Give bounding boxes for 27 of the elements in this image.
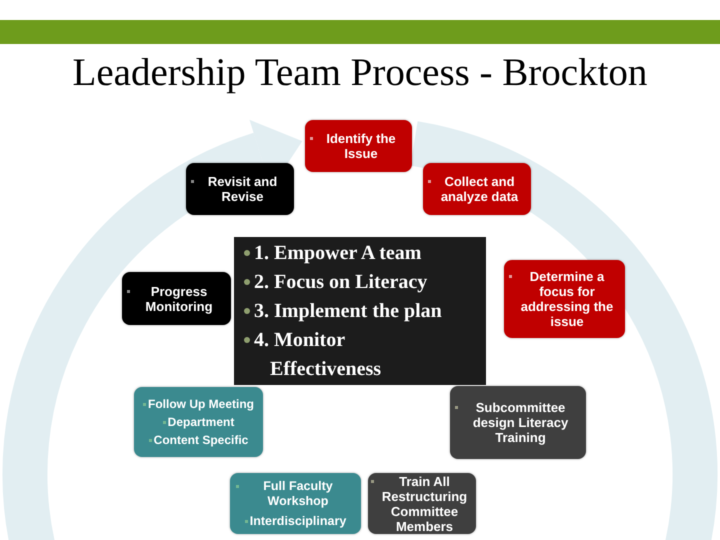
step-box (122, 272, 231, 325)
list-item: 3. Implement the plan (254, 299, 443, 324)
list-item: 4. Monitor Effectiveness (254, 328, 382, 382)
step-label: Department (168, 414, 234, 430)
step-label: Revisit and Revise (206, 174, 278, 204)
step-box (305, 120, 412, 172)
step-box (368, 473, 476, 534)
step-box (134, 387, 263, 457)
steps-panel (234, 237, 486, 385)
step-label: Progress Monitoring (144, 284, 214, 314)
step-box (450, 386, 586, 459)
step-label: Identify the Issue (325, 131, 397, 161)
step-label: Collect and analyze data (440, 174, 520, 204)
step-box (423, 163, 531, 215)
title: Leadership Team Process - Brockton (72, 50, 648, 96)
step-box (186, 163, 294, 215)
step-label: Content Specific (154, 432, 248, 448)
step-box (504, 260, 625, 338)
step-label: Follow Up Meeting (148, 396, 254, 412)
step-label: Subcommittee design Literacy Training (472, 400, 570, 445)
step-label: Train All Restructuring Committee Members (380, 474, 468, 534)
step-label: Determine a focus for addressing the issue (520, 269, 614, 329)
step-box (230, 473, 361, 534)
step-label: Interdisciplinary (250, 514, 346, 528)
list-item: 1. Empower A team (254, 241, 422, 266)
list-item: 2. Focus on Literacy (254, 270, 428, 295)
step-label: Full Faculty Workshop (262, 478, 334, 508)
